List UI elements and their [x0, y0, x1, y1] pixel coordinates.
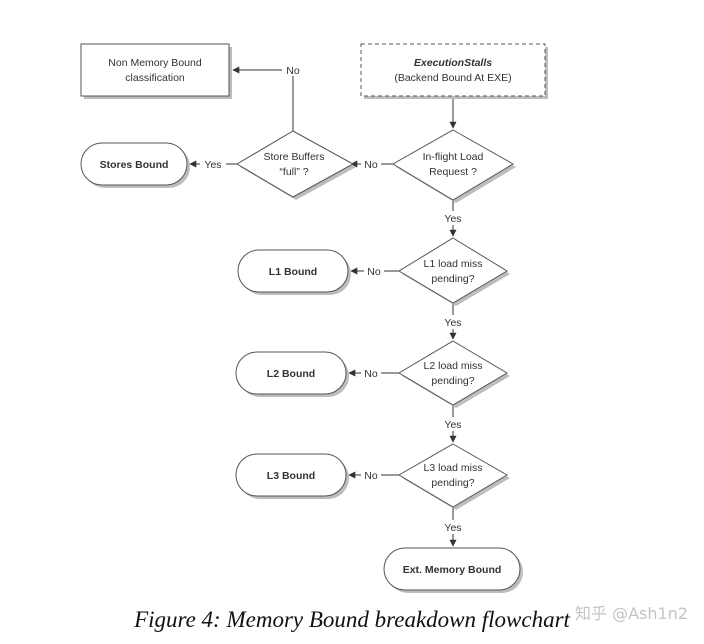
- node-execution-stalls: ExecutionStalls (Backend Bound At EXE): [360, 43, 548, 99]
- l1-miss-line2: pending?: [431, 273, 474, 285]
- edge-label-bg: [440, 417, 466, 431]
- edge-label-bg: [361, 468, 381, 482]
- edge-label-bg: [440, 520, 466, 534]
- store-buffers-line1: Store Buffers: [263, 151, 324, 163]
- terminal-l3-bound: L3 Bound: [235, 453, 349, 499]
- figure-caption: Figure 4: Memory Bound breakdown flowcha…: [134, 607, 570, 632]
- inflight-load-line1: In-flight Load: [423, 151, 484, 163]
- l3-miss-line1: L3 load miss: [424, 462, 483, 474]
- ext-memory-bound-label: Ext. Memory Bound: [403, 564, 502, 576]
- store-buffers-line2: “full” ?: [279, 166, 308, 178]
- edge-label-sb-nonmem: No: [286, 65, 300, 77]
- l2-miss-line2: pending?: [431, 375, 474, 387]
- edge-label-l1-l1bound: No: [367, 266, 381, 278]
- flowchart-canvas: No No Yes Yes No Yes No: [80, 43, 548, 593]
- decision-l3-miss: L3 load miss pending?: [398, 443, 510, 510]
- edge-label-l2-l3: Yes: [444, 419, 461, 431]
- terminal-l1-bound: L1 Bound: [237, 249, 351, 295]
- watermark: 知乎 @Ash1n2: [574, 604, 688, 623]
- non-memory-bound-line2: classification: [125, 72, 185, 84]
- connectors: No No Yes Yes No Yes No: [189, 62, 466, 547]
- l2-bound-label: L2 Bound: [267, 368, 315, 380]
- edge-sb-to-nonmem: [232, 66, 294, 131]
- node-non-memory-bound: Non Memory Bound classification: [80, 43, 232, 99]
- edge-label-sb-stores: Yes: [204, 159, 221, 171]
- edge-label-bg: [364, 264, 384, 278]
- edge-label-bg: [361, 157, 381, 171]
- edge-label-l2-l2bound: No: [364, 368, 378, 380]
- edge-label-l3-ext: Yes: [444, 522, 461, 534]
- non-memory-bound-line1: Non Memory Bound: [108, 57, 202, 69]
- decision-l2-miss: L2 load miss pending?: [398, 340, 510, 408]
- edge-label-l1-l2: Yes: [444, 317, 461, 329]
- l1-miss-line1: L1 load miss: [424, 258, 483, 270]
- terminal-l2-bound: L2 Bound: [235, 351, 349, 397]
- stores-bound-label: Stores Bound: [100, 159, 169, 171]
- execution-stalls-title: ExecutionStalls: [414, 57, 492, 69]
- terminal-stores-bound: Stores Bound: [80, 142, 190, 188]
- edge-label-bg: [440, 211, 466, 225]
- edge-label-bg: [282, 62, 304, 76]
- terminal-ext-memory-bound: Ext. Memory Bound: [383, 547, 523, 593]
- l3-bound-label: L3 Bound: [267, 470, 315, 482]
- edge-label-l3-l3bound: No: [364, 470, 378, 482]
- decision-store-buffers: Store Buffers “full” ?: [236, 130, 356, 200]
- edge-label-bg: [361, 366, 381, 380]
- edge-label-bg: [200, 157, 226, 171]
- l2-miss-line1: L2 load miss: [424, 360, 483, 372]
- l1-bound-label: L1 Bound: [269, 266, 317, 278]
- edge-label-inflight-sb: No: [364, 159, 378, 171]
- decision-inflight-load: In-flight Load Request ?: [392, 129, 516, 203]
- edge-label-inflight-l1: Yes: [444, 213, 461, 225]
- decision-l1-miss: L1 load miss pending?: [398, 237, 510, 306]
- inflight-load-line2: Request ?: [429, 166, 477, 178]
- edge-label-bg: [440, 315, 466, 329]
- l3-miss-line2: pending?: [431, 477, 474, 489]
- execution-stalls-subtitle: (Backend Bound At EXE): [394, 72, 511, 84]
